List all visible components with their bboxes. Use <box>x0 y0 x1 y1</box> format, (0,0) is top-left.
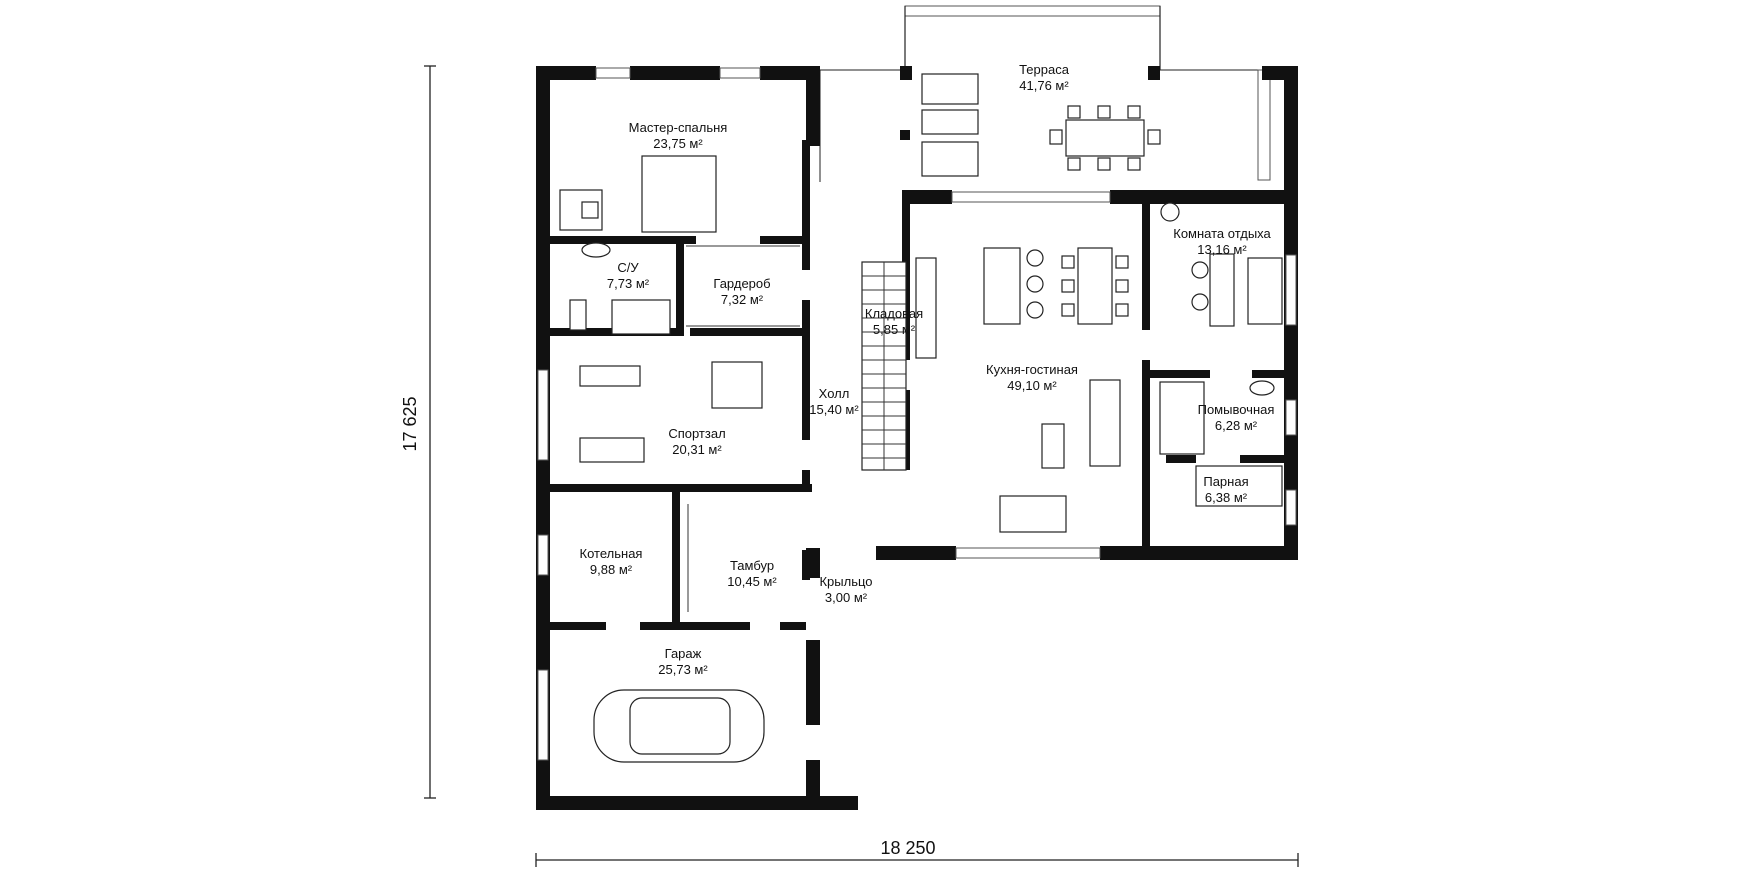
room-area-boiler-room: 9,88 м² <box>590 562 633 577</box>
room-area-master-bedroom: 23,75 м² <box>653 136 703 151</box>
room-name-porch: Крыльцо <box>819 574 872 589</box>
room-area-wardrobe: 7,32 м² <box>721 292 764 307</box>
room-name-master-bedroom: Мастер-спальня <box>629 120 728 135</box>
room-area-terrace: 41,76 м² <box>1019 78 1069 93</box>
terrace-outline <box>819 5 1271 182</box>
room-name-terrace: Терраса <box>1019 62 1070 77</box>
room-name-wardrobe: Гардероб <box>713 276 770 291</box>
room-name-rest-room: Комната отдыха <box>1173 226 1271 241</box>
room-area-garage: 25,73 м² <box>658 662 708 677</box>
room-area-vestibule: 10,45 м² <box>727 574 777 589</box>
room-name-pantry: Кладовая <box>865 306 923 321</box>
room-area-kitchen-living: 49,10 м² <box>1007 378 1057 393</box>
room-area-sauna: 6,38 м² <box>1205 490 1248 505</box>
room-area-porch: 3,00 м² <box>825 590 868 605</box>
room-name-hall: Холл <box>819 386 850 401</box>
room-name-bathroom: С/У <box>617 260 639 275</box>
room-area-pantry: 5,85 м² <box>873 322 916 337</box>
dimension-height-label: 17 625 <box>400 396 420 451</box>
room-area-rest-room: 13,16 м² <box>1197 242 1247 257</box>
staircase <box>861 261 907 471</box>
room-area-shower-room: 6,28 м² <box>1215 418 1258 433</box>
room-area-gym: 20,31 м² <box>672 442 722 457</box>
room-area-hall: 15,40 м² <box>809 402 859 417</box>
room-name-garage: Гараж <box>665 646 702 661</box>
room-name-vestibule: Тамбур <box>730 558 774 573</box>
room-labels: Терраса 41,76 м² Мастер-спальня 23,75 м²… <box>580 62 1275 677</box>
room-area-bathroom: 7,73 м² <box>607 276 650 291</box>
furniture <box>559 73 1283 763</box>
room-name-gym: Спортзал <box>668 426 725 441</box>
room-name-shower-room: Помывочная <box>1198 402 1275 417</box>
room-name-sauna: Парная <box>1203 474 1248 489</box>
dimension-width: 18 250 <box>535 838 1299 867</box>
dimension-width-label: 18 250 <box>880 838 935 858</box>
windows <box>537 67 1297 761</box>
dimension-height: 17 625 <box>400 65 436 799</box>
room-name-boiler-room: Котельная <box>580 546 643 561</box>
room-name-kitchen-living: Кухня-гостиная <box>986 362 1078 377</box>
